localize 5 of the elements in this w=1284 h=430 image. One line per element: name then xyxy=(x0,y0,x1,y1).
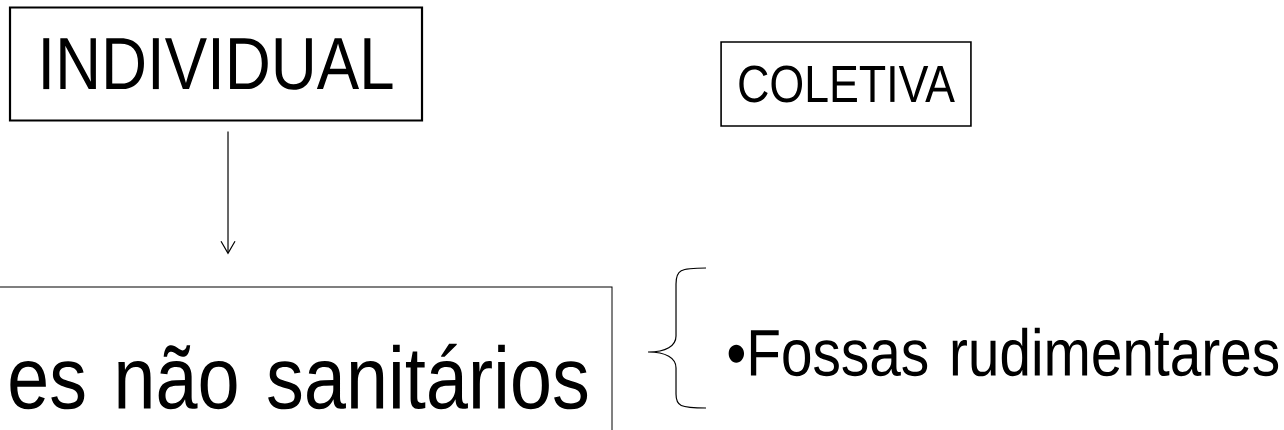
arrow xyxy=(220,131,236,255)
box: es não sanitários xyxy=(0,286,613,430)
box: COLETIVA xyxy=(720,41,972,127)
box: INDIVIDUAL xyxy=(8,6,424,122)
list-item: •Fossas rudimentares xyxy=(728,327,1279,377)
